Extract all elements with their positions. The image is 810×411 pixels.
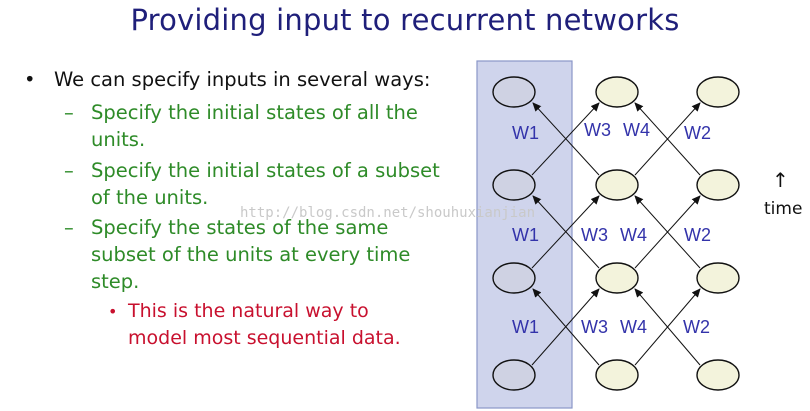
dash-marker: – bbox=[64, 101, 74, 124]
dash-marker: – bbox=[64, 159, 74, 182]
connections bbox=[531, 102, 701, 366]
input-unit bbox=[492, 262, 536, 294]
hidden-unit bbox=[696, 169, 740, 201]
connection-arrow bbox=[634, 102, 701, 176]
hidden-unit bbox=[696, 359, 740, 391]
bullet-marker: • bbox=[24, 68, 36, 91]
sub-bullet-3-line-2: subset of the units at every time bbox=[91, 243, 411, 266]
weight-label-w4: W4 bbox=[623, 120, 650, 140]
weight-label-w4: W4 bbox=[620, 225, 647, 245]
connection-arrow bbox=[634, 195, 701, 269]
sub-bullet-3-line-3: step. bbox=[91, 270, 140, 293]
input-column-highlight bbox=[476, 60, 573, 409]
sub-bullet-3-line-1: Specify the states of the same bbox=[91, 216, 389, 239]
weight-label-w1: W1 bbox=[512, 123, 539, 143]
weight-label-w3: W3 bbox=[581, 225, 608, 245]
weight-label-w1: W1 bbox=[512, 317, 539, 337]
sub-bullet-1-line-2: units. bbox=[91, 128, 146, 151]
connection-arrow bbox=[532, 288, 600, 366]
weight-label-w2: W2 bbox=[683, 317, 710, 337]
hidden-unit bbox=[595, 359, 639, 391]
weight-label-w3: W3 bbox=[584, 120, 611, 140]
input-unit bbox=[492, 359, 536, 391]
input-unit bbox=[492, 169, 536, 201]
weight-label-w2: W2 bbox=[684, 123, 711, 143]
weight-label-w1: W1 bbox=[512, 225, 539, 245]
weight-label-w4: W4 bbox=[620, 317, 647, 337]
connection-arrow bbox=[532, 102, 600, 176]
sub-bullet-2-line-2: of the units. bbox=[91, 186, 209, 209]
sub-bullet-1-line-1: Specify the initial states of all the bbox=[91, 101, 418, 124]
sub-sub-bullet-line-1: This is the natural way to bbox=[128, 300, 369, 322]
hidden-unit bbox=[595, 262, 639, 294]
hidden-unit bbox=[595, 169, 639, 201]
hidden-unit bbox=[696, 262, 740, 294]
weight-label-w3: W3 bbox=[581, 317, 608, 337]
watermark-text: http://blog.csdn.net/shouhuxianjian bbox=[240, 205, 536, 221]
connection-arrow bbox=[634, 288, 701, 366]
page-title: Providing input to recurrent networks bbox=[130, 3, 680, 37]
sub-sub-bullet-line-2: model most sequential data. bbox=[128, 327, 401, 349]
bullet-marker: • bbox=[108, 302, 118, 321]
main-bullet-text: We can specify inputs in several ways: bbox=[54, 68, 431, 91]
sub-bullet-2-line-1: Specify the initial states of a subset bbox=[91, 159, 440, 182]
dash-marker: – bbox=[64, 216, 74, 239]
connection-arrow bbox=[532, 195, 600, 269]
up-arrow-icon: ↑ bbox=[772, 168, 789, 192]
hidden-unit bbox=[595, 76, 639, 108]
time-axis-label: time bbox=[764, 199, 803, 219]
weight-label-w2: W2 bbox=[684, 225, 711, 245]
input-unit bbox=[492, 76, 536, 108]
hidden-unit bbox=[696, 76, 740, 108]
